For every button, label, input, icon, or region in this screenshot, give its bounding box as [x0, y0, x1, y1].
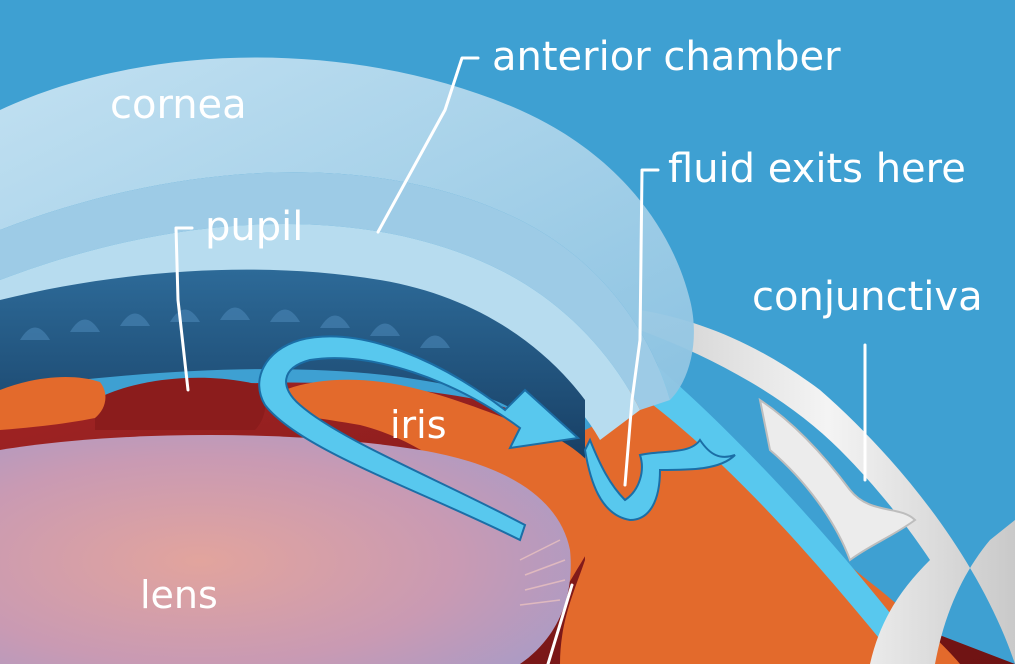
label-conjunctiva: conjunctiva — [752, 274, 983, 320]
label-iris: iris — [390, 403, 447, 447]
label-fluid-exits-here: fluid exits here — [668, 146, 966, 192]
label-anterior-chamber: anterior chamber — [492, 34, 841, 80]
label-cornea: cornea — [110, 82, 247, 128]
label-lens: lens — [140, 573, 218, 617]
lens-shape — [0, 435, 571, 664]
label-pupil: pupil — [205, 204, 303, 250]
